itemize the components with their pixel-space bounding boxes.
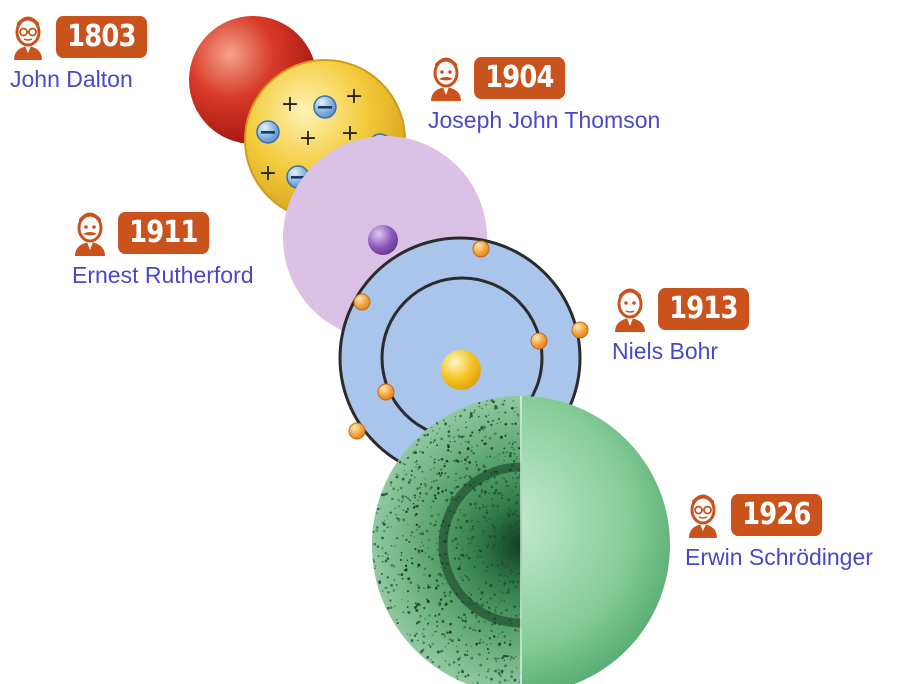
plus-charge: + [345,84,363,109]
schrodinger-model-sphere [372,396,670,684]
bohr-electron [349,423,365,439]
scientist-name: Erwin Schrödinger [685,544,873,571]
scientist-name: Niels Bohr [612,338,764,365]
scientist-schrodinger: 1926 Erwin Schrödinger [685,490,873,571]
electron-minus [257,121,279,143]
bohr-nucleus [441,350,481,390]
scientist-dalton: 1803 John Dalton [10,12,162,93]
scientist-name: John Dalton [10,66,162,93]
person-glasses-icon [685,490,721,540]
scientist-thomson: 1904 Joseph John Thomson [428,53,660,134]
year-badge: 1926 [731,494,822,536]
plus-charge: + [299,126,317,151]
scientist-rutherford: 1911 Ernest Rutherford [72,208,254,289]
year-badge: 1803 [56,16,147,58]
person-icon [612,284,648,334]
person-glasses-icon [10,12,46,62]
scientist-bohr: 1913 Niels Bohr [612,284,764,365]
electron-minus [314,96,336,118]
person-mustache-icon [428,53,464,103]
year-badge: 1904 [474,57,565,99]
scientist-name: Joseph John Thomson [428,107,660,134]
bohr-electron [378,384,394,400]
bohr-electron [473,241,489,257]
scientist-name: Ernest Rutherford [72,262,254,289]
bohr-electron [531,333,547,349]
bohr-electron [354,294,370,310]
plus-charge: + [259,161,277,186]
rutherford-nucleus [368,225,398,255]
plus-charge: + [281,92,299,117]
person-mustache-icon [72,208,108,258]
year-badge: 1911 [118,212,209,254]
bohr-electron [572,322,588,338]
year-badge: 1913 [658,288,749,330]
